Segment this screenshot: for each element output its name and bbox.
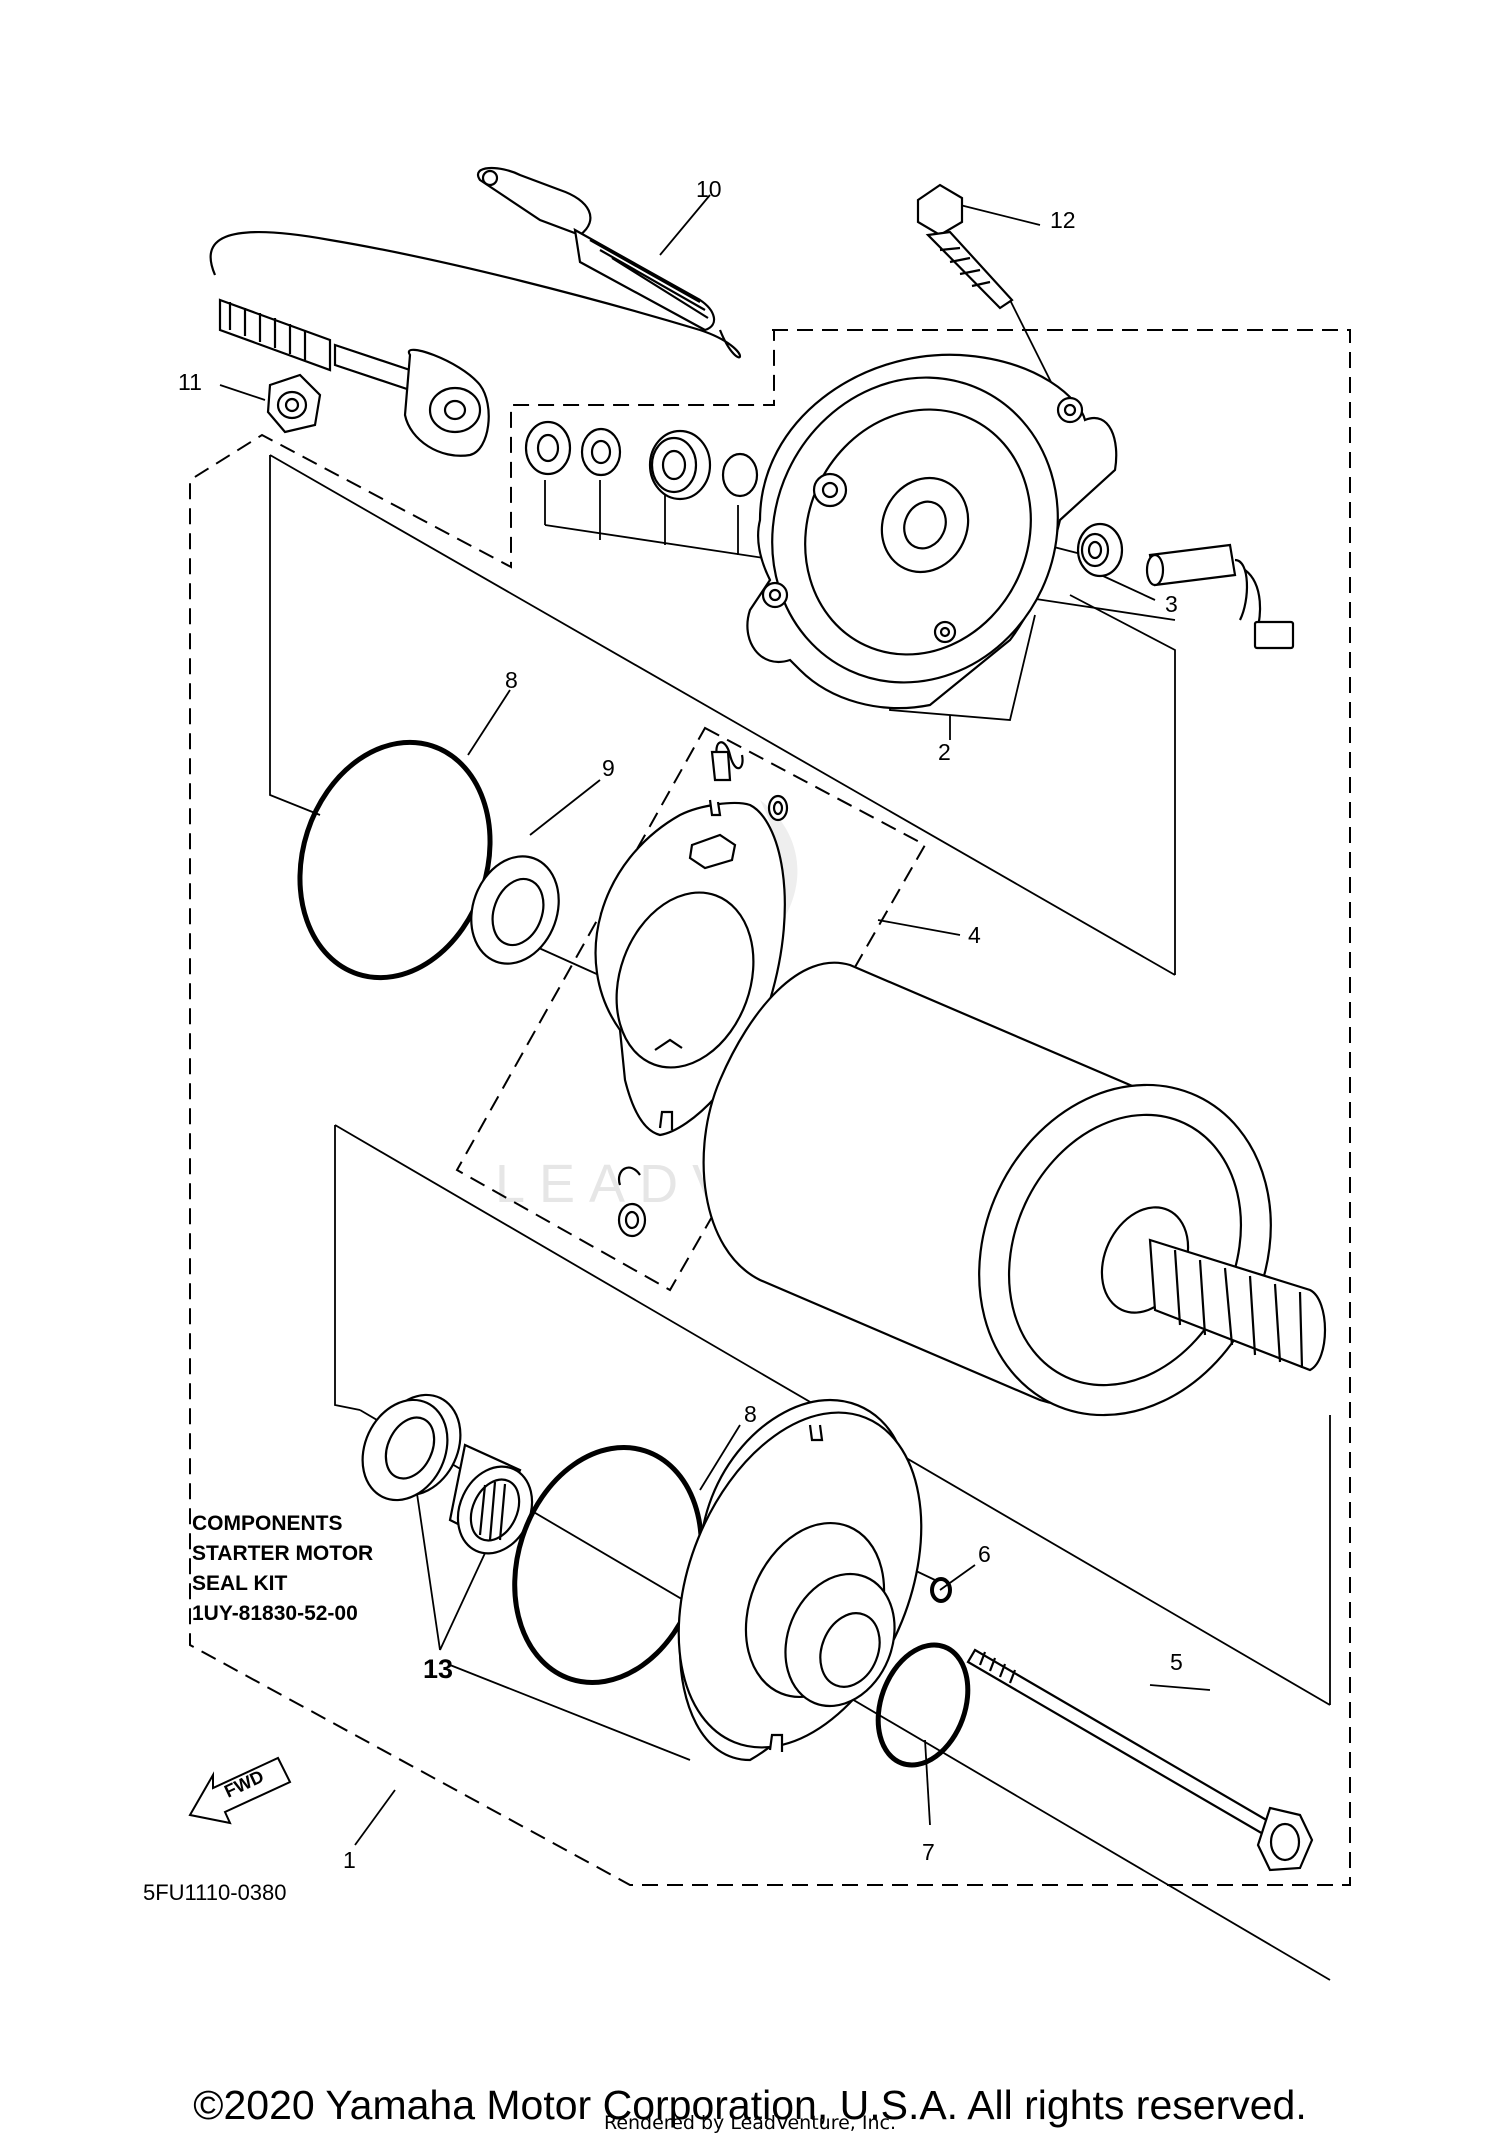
front-cover — [677, 1398, 923, 1762]
washer-9 — [470, 855, 560, 965]
callout-7: 7 — [922, 1839, 935, 1865]
assembly-outlines — [189, 329, 1351, 1886]
callout-numbers: 10 12 11 3 2 8 9 4 8 6 5 7 1 13 — [178, 176, 1183, 1873]
through-bolt-5 — [966, 1648, 1314, 1872]
starter-assembly-outline — [189, 329, 1351, 1886]
o-ring-8-top — [297, 739, 493, 981]
callout-12: 12 — [1050, 207, 1076, 233]
callout-2: 2 — [938, 739, 951, 765]
copyright-notice: ©2020 Yamaha Motor Corporation, U.S.A. A… — [193, 2082, 1307, 2128]
kit-note-line-3: SEAL KIT — [192, 1572, 287, 1595]
o-ring-6 — [930, 1577, 952, 1603]
callout-13: 13 — [423, 1654, 453, 1684]
lead-wire — [209, 230, 741, 359]
cable-end — [218, 298, 490, 457]
bolt-12 — [916, 183, 1014, 310]
kit-note-line-2: STARTER MOTOR — [192, 1542, 373, 1565]
oil-seal-13 — [361, 1393, 462, 1502]
callout-5: 5 — [1170, 1649, 1183, 1675]
needle-bearing-13 — [448, 1443, 534, 1555]
callout-11: 11 — [178, 369, 202, 395]
diagram-code: 5FU1110-0380 — [143, 1880, 287, 1905]
fwd-arrow-icon — [188, 1756, 292, 1825]
callout-3: 3 — [1165, 591, 1178, 617]
cable-terminal-10 — [476, 166, 716, 332]
callout-4: 4 — [968, 922, 981, 948]
kit-note: COMPONENTS STARTER MOTOR SEAL KIT 1UY-81… — [192, 1512, 373, 1625]
callout-1: 1 — [343, 1847, 356, 1873]
terminal-3 — [1076, 522, 1295, 650]
kit-note-line-4: 1UY-81830-52-00 — [192, 1602, 358, 1625]
callout-8-bottom: 8 — [744, 1401, 757, 1427]
nut-11 — [266, 373, 322, 434]
rear-cover-2 — [746, 353, 1118, 710]
callout-9: 9 — [602, 755, 615, 781]
armature-yoke — [702, 961, 1326, 1417]
o-ring-7 — [875, 1642, 971, 1768]
callout-8-top: 8 — [505, 667, 518, 693]
rendered-by-notice: Rendered by LeadVenture, Inc. — [603, 2112, 897, 2134]
components — [188, 166, 1326, 1872]
callout-10: 10 — [696, 176, 722, 202]
brush-set-outline — [455, 726, 927, 1292]
callout-6: 6 — [978, 1541, 991, 1567]
washer-set — [524, 420, 759, 501]
kit-note-line-1: COMPONENTS — [192, 1512, 343, 1535]
